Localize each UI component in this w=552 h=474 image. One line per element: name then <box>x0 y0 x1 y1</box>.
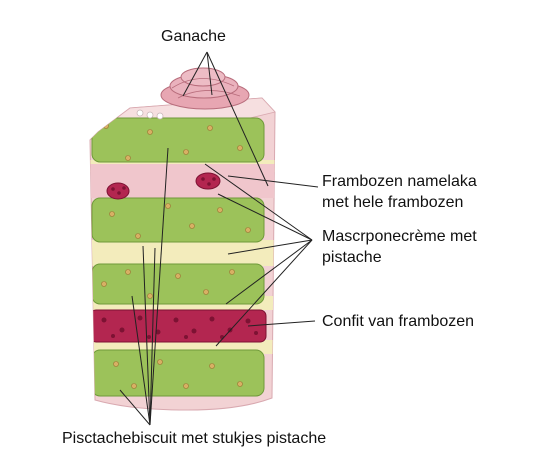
label-confit: Confit van frambozen <box>322 313 475 330</box>
sugar-pearls <box>136 109 164 120</box>
biscuit-layer-2 <box>91 197 265 243</box>
ganache-swirl <box>160 67 250 110</box>
leader-lines <box>119 51 319 426</box>
confit-layer <box>90 309 267 343</box>
label-mascarpone: Mascrponecrème met pistache <box>322 226 477 268</box>
label-namelaka: Frambozen namelaka met hele frambozen <box>322 171 477 213</box>
mascarpone-layer-mid <box>90 240 275 266</box>
confit-seeds <box>101 315 258 339</box>
label-namelaka-line-1: Frambozen namelaka <box>322 173 477 190</box>
whole-raspberries <box>106 172 221 200</box>
biscuit-layer-1 <box>91 117 265 163</box>
label-biscuit: Pisctachebiscuit met stukjes pistache <box>62 430 327 447</box>
label-namelaka-line-2: met hele frambozen <box>322 194 464 211</box>
label-ganache: Ganache <box>161 28 226 45</box>
biscuit-layer-3 <box>91 263 265 305</box>
label-mascarpone-line-1: Mascrponecrème met <box>322 228 477 245</box>
biscuit-layer-4 <box>91 349 265 397</box>
label-mascarpone-line-2: pistache <box>322 249 382 266</box>
pistachio-pieces <box>101 123 251 389</box>
